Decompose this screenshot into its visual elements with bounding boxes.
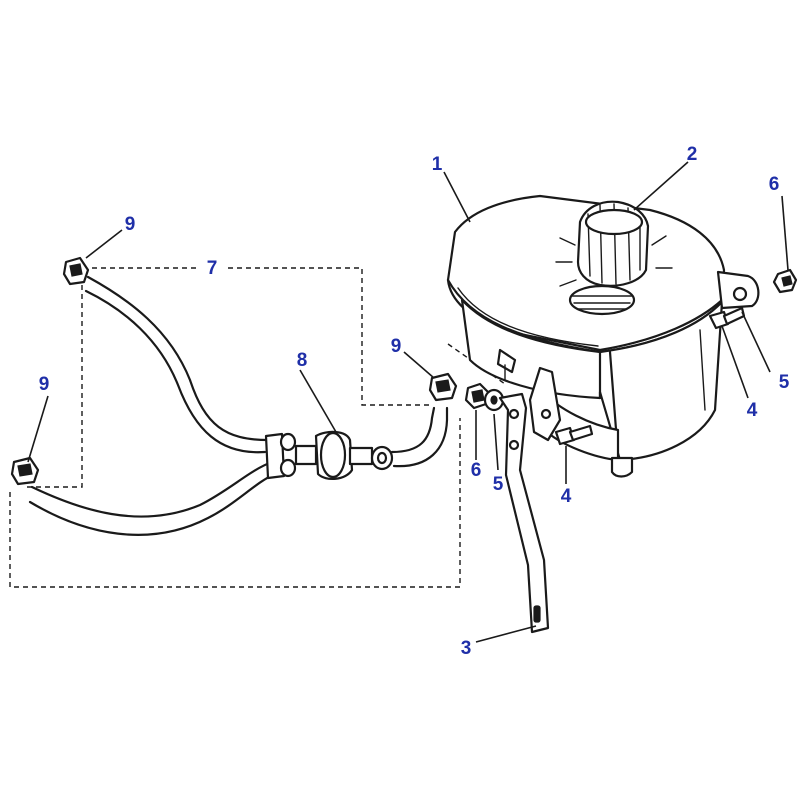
callout-c1: 1 xyxy=(432,154,443,175)
inline-filter xyxy=(264,430,394,480)
reservoir-tank xyxy=(446,194,760,478)
hose-clip-upper xyxy=(62,256,90,286)
bolt-lower xyxy=(554,424,594,446)
hose-clip-right xyxy=(428,372,458,402)
hose-clip-lower xyxy=(10,456,40,486)
callout-c4b: 4 xyxy=(561,486,572,507)
nut-right xyxy=(772,268,798,294)
callout-c6a: 6 xyxy=(769,174,780,195)
callout-c3: 3 xyxy=(461,638,472,659)
washer-left xyxy=(483,388,505,412)
hose-upper xyxy=(84,275,270,454)
callout-c9b: 9 xyxy=(39,374,50,395)
callout-c6b: 6 xyxy=(471,460,482,481)
callout-c5b: 5 xyxy=(493,474,504,495)
reservoir-cap xyxy=(576,200,650,287)
callout-c5a: 5 xyxy=(779,372,790,393)
callout-c2: 2 xyxy=(687,144,698,165)
mounting-strap xyxy=(498,392,550,634)
callout-c8: 8 xyxy=(297,350,308,371)
leader-lines xyxy=(27,161,789,643)
nut-left xyxy=(464,382,490,410)
hose-lower xyxy=(28,460,277,536)
hose-right xyxy=(390,406,449,468)
callout-c4a: 4 xyxy=(747,400,758,421)
callout-c9c: 9 xyxy=(391,336,402,357)
callout-c9a: 9 xyxy=(125,214,136,235)
callout-c7: 7 xyxy=(207,258,218,279)
